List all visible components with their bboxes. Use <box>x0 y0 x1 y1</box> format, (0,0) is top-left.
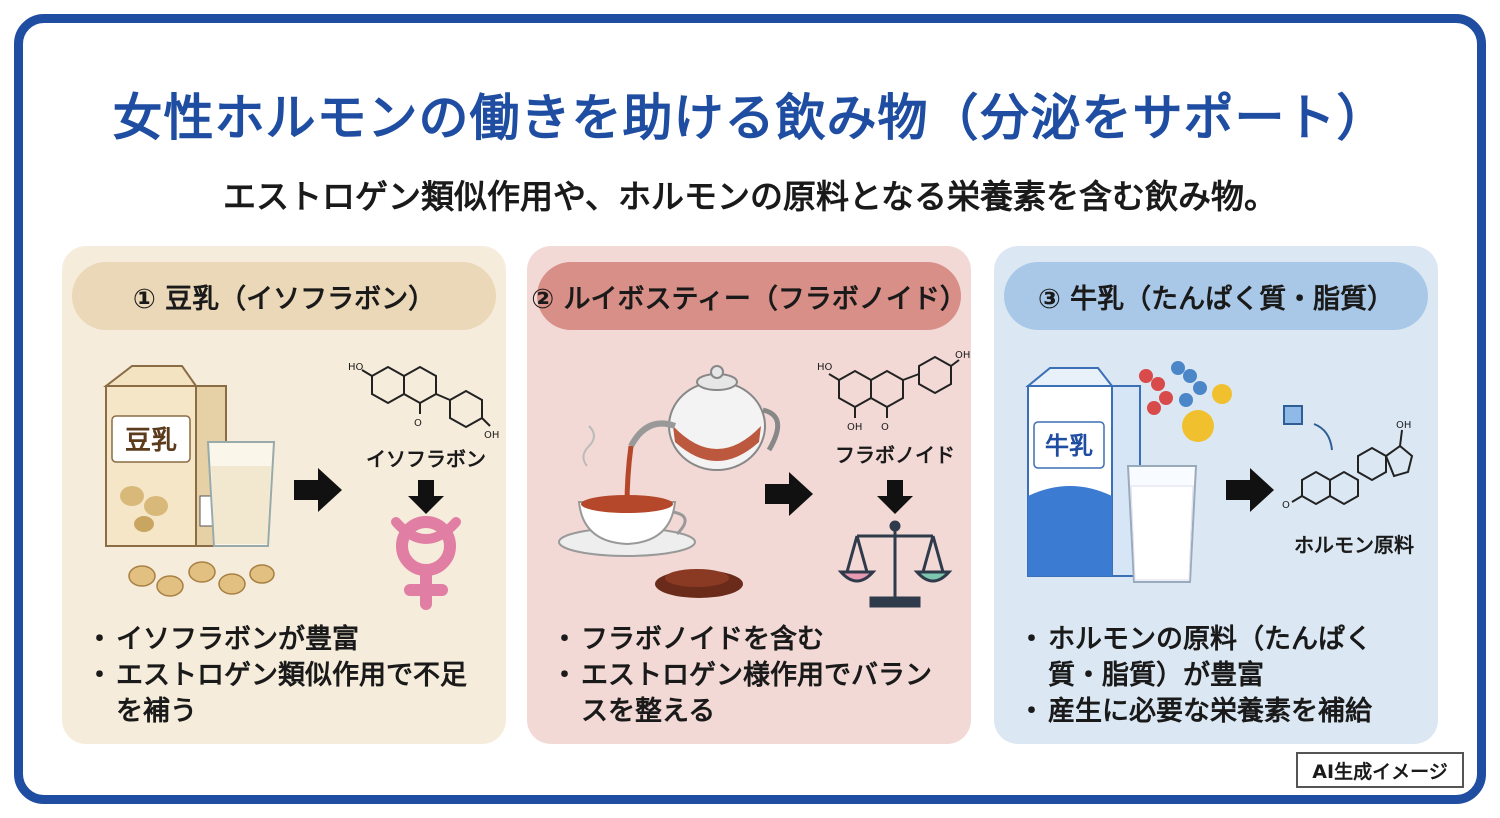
bullet-item: ホルモンの原料（たんぱく質・脂質）が豊富 <box>1018 622 1424 694</box>
bullet-item: エストロゲン類似作用で不足を補う <box>86 658 492 730</box>
soybeans-icon <box>128 561 275 597</box>
bullet-item: イソフラボンが豊富 <box>86 622 492 658</box>
milk-illustration: 牛乳 <box>994 346 1438 616</box>
nutrient-molecules-icon <box>1139 361 1232 442</box>
page-subtitle: エストロゲン類似作用や、ホルモンの原料となる栄養素を含む飲み物。 <box>222 177 1278 216</box>
bullet-list: ホルモンの原料（たんぱく質・脂質）が豊富 産生に必要な栄養素を補給 <box>1018 622 1424 730</box>
card-soy-milk: ① 豆乳（イソフラボン） 豆乳 <box>62 246 506 744</box>
carton-label: 牛乳 <box>1045 432 1093 460</box>
card-milk: ③ 牛乳（たんぱく質・脂質） 牛乳 <box>994 246 1438 744</box>
milk-carton-icon: 牛乳 <box>1025 367 1141 577</box>
svg-text:OH: OH <box>847 422 862 433</box>
glass-icon <box>206 441 276 547</box>
arrow-right-icon <box>765 472 813 516</box>
carton-label: 豆乳 <box>125 426 177 456</box>
svg-text:O: O <box>1282 500 1290 511</box>
svg-text:OH: OH <box>484 430 499 441</box>
molecule-label: フラボノイド <box>835 443 955 467</box>
svg-text:OH: OH <box>1396 420 1411 431</box>
arrow-down-icon <box>877 480 913 514</box>
svg-text:O: O <box>881 422 889 433</box>
svg-text:OH: OH <box>955 350 970 361</box>
ai-generated-badge: AI生成イメージ <box>1296 752 1464 788</box>
card-heading: ③ 牛乳（たんぱく質・脂質） <box>1004 262 1428 330</box>
bullet-list: フラボノイドを含む エストロゲン様作用でバランスを整える <box>551 622 957 730</box>
teapot-icon <box>624 365 781 507</box>
bullet-item: エストロゲン様作用でバランスを整える <box>551 658 957 730</box>
isoflavone-molecule-icon <box>361 365 491 429</box>
svg-text:O: O <box>414 418 422 429</box>
teacup-icon <box>558 425 696 557</box>
arrow-right-icon <box>1226 468 1274 512</box>
steroid-structure-icon <box>1283 405 1414 506</box>
bullet-list: イソフラボンが豊富 エストロゲン類似作用で不足を補う <box>86 622 492 730</box>
arrow-down-icon <box>408 480 444 514</box>
balance-scale-icon <box>837 520 953 608</box>
page-title: 女性ホルモンの働きを助ける飲み物（分泌をサポート） <box>112 89 1388 147</box>
card-heading: ② ルイボスティー（フラボノイド） <box>531 262 967 330</box>
glass-icon <box>1126 465 1198 583</box>
molecule-label: イソフラボン <box>366 447 486 471</box>
tea-leaves-icon <box>655 569 743 598</box>
bullet-item: 産生に必要な栄養素を補給 <box>1018 694 1424 730</box>
bullet-item: フラボノイドを含む <box>551 622 957 658</box>
molecule-label: ホルモン原料 <box>1294 533 1414 557</box>
svg-text:HO: HO <box>348 362 364 373</box>
arrow-right-icon <box>294 468 342 512</box>
venus-symbol-icon <box>391 516 461 610</box>
rooibos-illustration: HO OH O OH フラボノイド <box>527 346 971 616</box>
soy-milk-illustration: 豆乳 <box>62 346 506 616</box>
svg-text:HO: HO <box>817 362 833 373</box>
card-heading: ① 豆乳（イソフラボン） <box>72 262 496 330</box>
flavonoid-molecule-icon <box>828 355 960 418</box>
card-rooibos-tea: ② ルイボスティー（フラボノイド） <box>527 246 971 744</box>
